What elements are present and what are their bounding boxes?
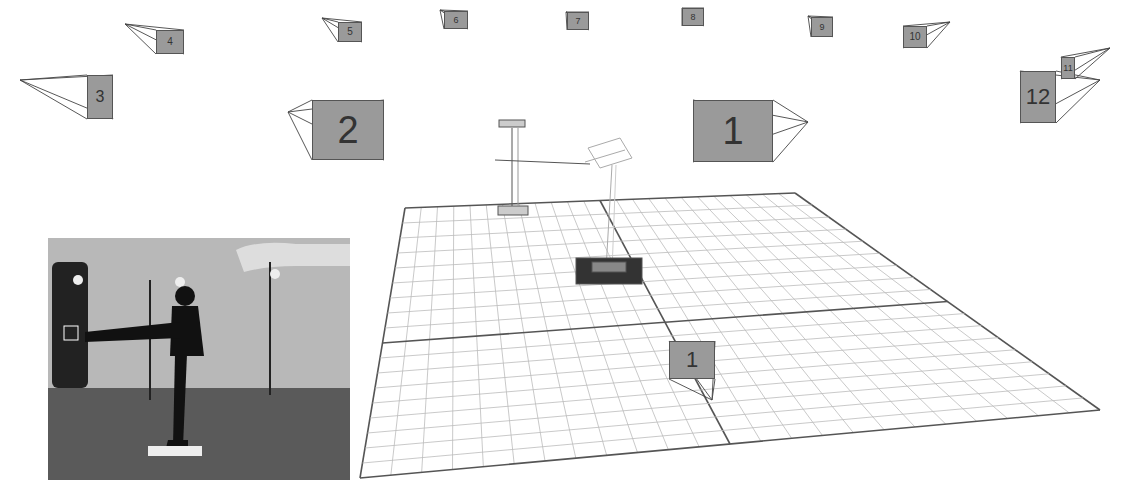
grid-line — [405, 193, 795, 208]
frustum-line — [125, 24, 184, 54]
camera-number: 1 — [686, 349, 698, 371]
grid-line — [390, 265, 897, 298]
camera-number: 12 — [1026, 86, 1050, 108]
frustum-line — [1075, 48, 1110, 79]
frustum-line — [125, 24, 156, 54]
duct — [236, 243, 350, 272]
bag-marker — [64, 326, 78, 340]
grid-line — [360, 410, 1100, 478]
athlete — [85, 286, 204, 448]
camera-box: 5 — [338, 22, 362, 42]
frustum-line — [1056, 80, 1100, 123]
camera-box: 1 — [669, 341, 715, 379]
grid-line — [383, 302, 948, 344]
camera-number: 1 — [722, 112, 743, 150]
force-plate — [576, 258, 642, 284]
camera-light — [73, 275, 83, 285]
frustum-line — [440, 10, 468, 29]
camera-box: 4 — [156, 30, 184, 54]
camera-number: 7 — [575, 17, 580, 26]
grid-line — [388, 277, 914, 313]
camera-box: 12 — [1020, 71, 1056, 123]
floor-grid — [360, 193, 1100, 478]
camera-box: 9 — [811, 17, 833, 37]
camera-box: 8 — [682, 8, 704, 26]
camera-number: 2 — [337, 111, 358, 149]
marker-plate — [499, 120, 525, 127]
camera-box: 3 — [87, 75, 113, 119]
skeleton-torso — [588, 138, 632, 168]
bag-line — [512, 128, 513, 206]
camera-box: 11 — [1061, 57, 1075, 79]
frustum-line — [773, 100, 808, 122]
camera-number: 3 — [96, 89, 105, 105]
photo-floor — [48, 388, 350, 480]
grid-line — [363, 398, 1084, 463]
tripod — [149, 280, 151, 400]
frustum-line — [927, 22, 950, 48]
frustum-line — [903, 26, 927, 48]
photo-frame — [48, 238, 350, 480]
frustum-line — [682, 8, 704, 26]
force-plate — [592, 262, 626, 272]
frustum-line — [669, 379, 712, 400]
frustum-line — [1020, 71, 1056, 123]
frustum-line — [1061, 48, 1110, 79]
grid-line — [365, 386, 1066, 448]
camera-number: 5 — [347, 27, 353, 37]
grid-line — [403, 205, 812, 223]
skeleton-limb — [612, 165, 616, 272]
frustum-line — [712, 379, 715, 400]
frustum-line — [669, 341, 715, 379]
frustum-line — [322, 18, 362, 42]
frustum-line — [312, 100, 384, 160]
tripod — [269, 262, 271, 395]
frustum-line — [808, 16, 833, 37]
grid-line — [375, 338, 998, 388]
camera-number: 10 — [909, 32, 920, 42]
frustum-line — [566, 12, 589, 30]
frustum-line — [338, 22, 362, 42]
force-plate-photo — [148, 446, 202, 456]
frustum-line — [1061, 57, 1075, 79]
camera-number: 4 — [167, 37, 173, 47]
marker-plate — [498, 206, 528, 215]
camera-box: 7 — [567, 12, 589, 30]
force-plates-and-skeleton — [495, 120, 642, 284]
frustum-line — [567, 12, 589, 30]
camera-box: 10 — [903, 26, 927, 48]
camera-box: 6 — [444, 11, 468, 29]
frustum-line — [811, 17, 833, 37]
grid-line — [398, 229, 846, 253]
frustum-line — [903, 22, 950, 48]
frustum-line — [87, 75, 113, 119]
skeleton-limb — [585, 150, 625, 162]
frustum-line — [20, 80, 87, 119]
frustum-line — [322, 18, 338, 42]
grid-line — [393, 253, 880, 283]
grid-line — [400, 217, 829, 238]
frustum-line — [682, 8, 704, 26]
bag-line — [518, 128, 519, 206]
camera-light — [270, 269, 280, 279]
camera-box: 1 — [693, 100, 773, 162]
camera-number: 6 — [453, 16, 458, 25]
photo-inset — [48, 238, 350, 480]
punching-bag — [52, 262, 88, 388]
skeleton-limb — [606, 165, 612, 270]
camera-number: 9 — [819, 23, 824, 32]
frustum-line — [693, 100, 773, 162]
camera-frusta — [20, 8, 1110, 400]
camera-number: 8 — [690, 13, 695, 22]
camera-number: 11 — [1063, 64, 1072, 73]
skeleton-limb — [495, 160, 590, 164]
photo-wall — [48, 238, 350, 388]
frustum-line — [288, 112, 312, 160]
frustum-line — [156, 30, 184, 54]
camera-box: 2 — [312, 100, 384, 160]
frustum-line — [444, 11, 468, 29]
camera-light — [175, 277, 185, 287]
